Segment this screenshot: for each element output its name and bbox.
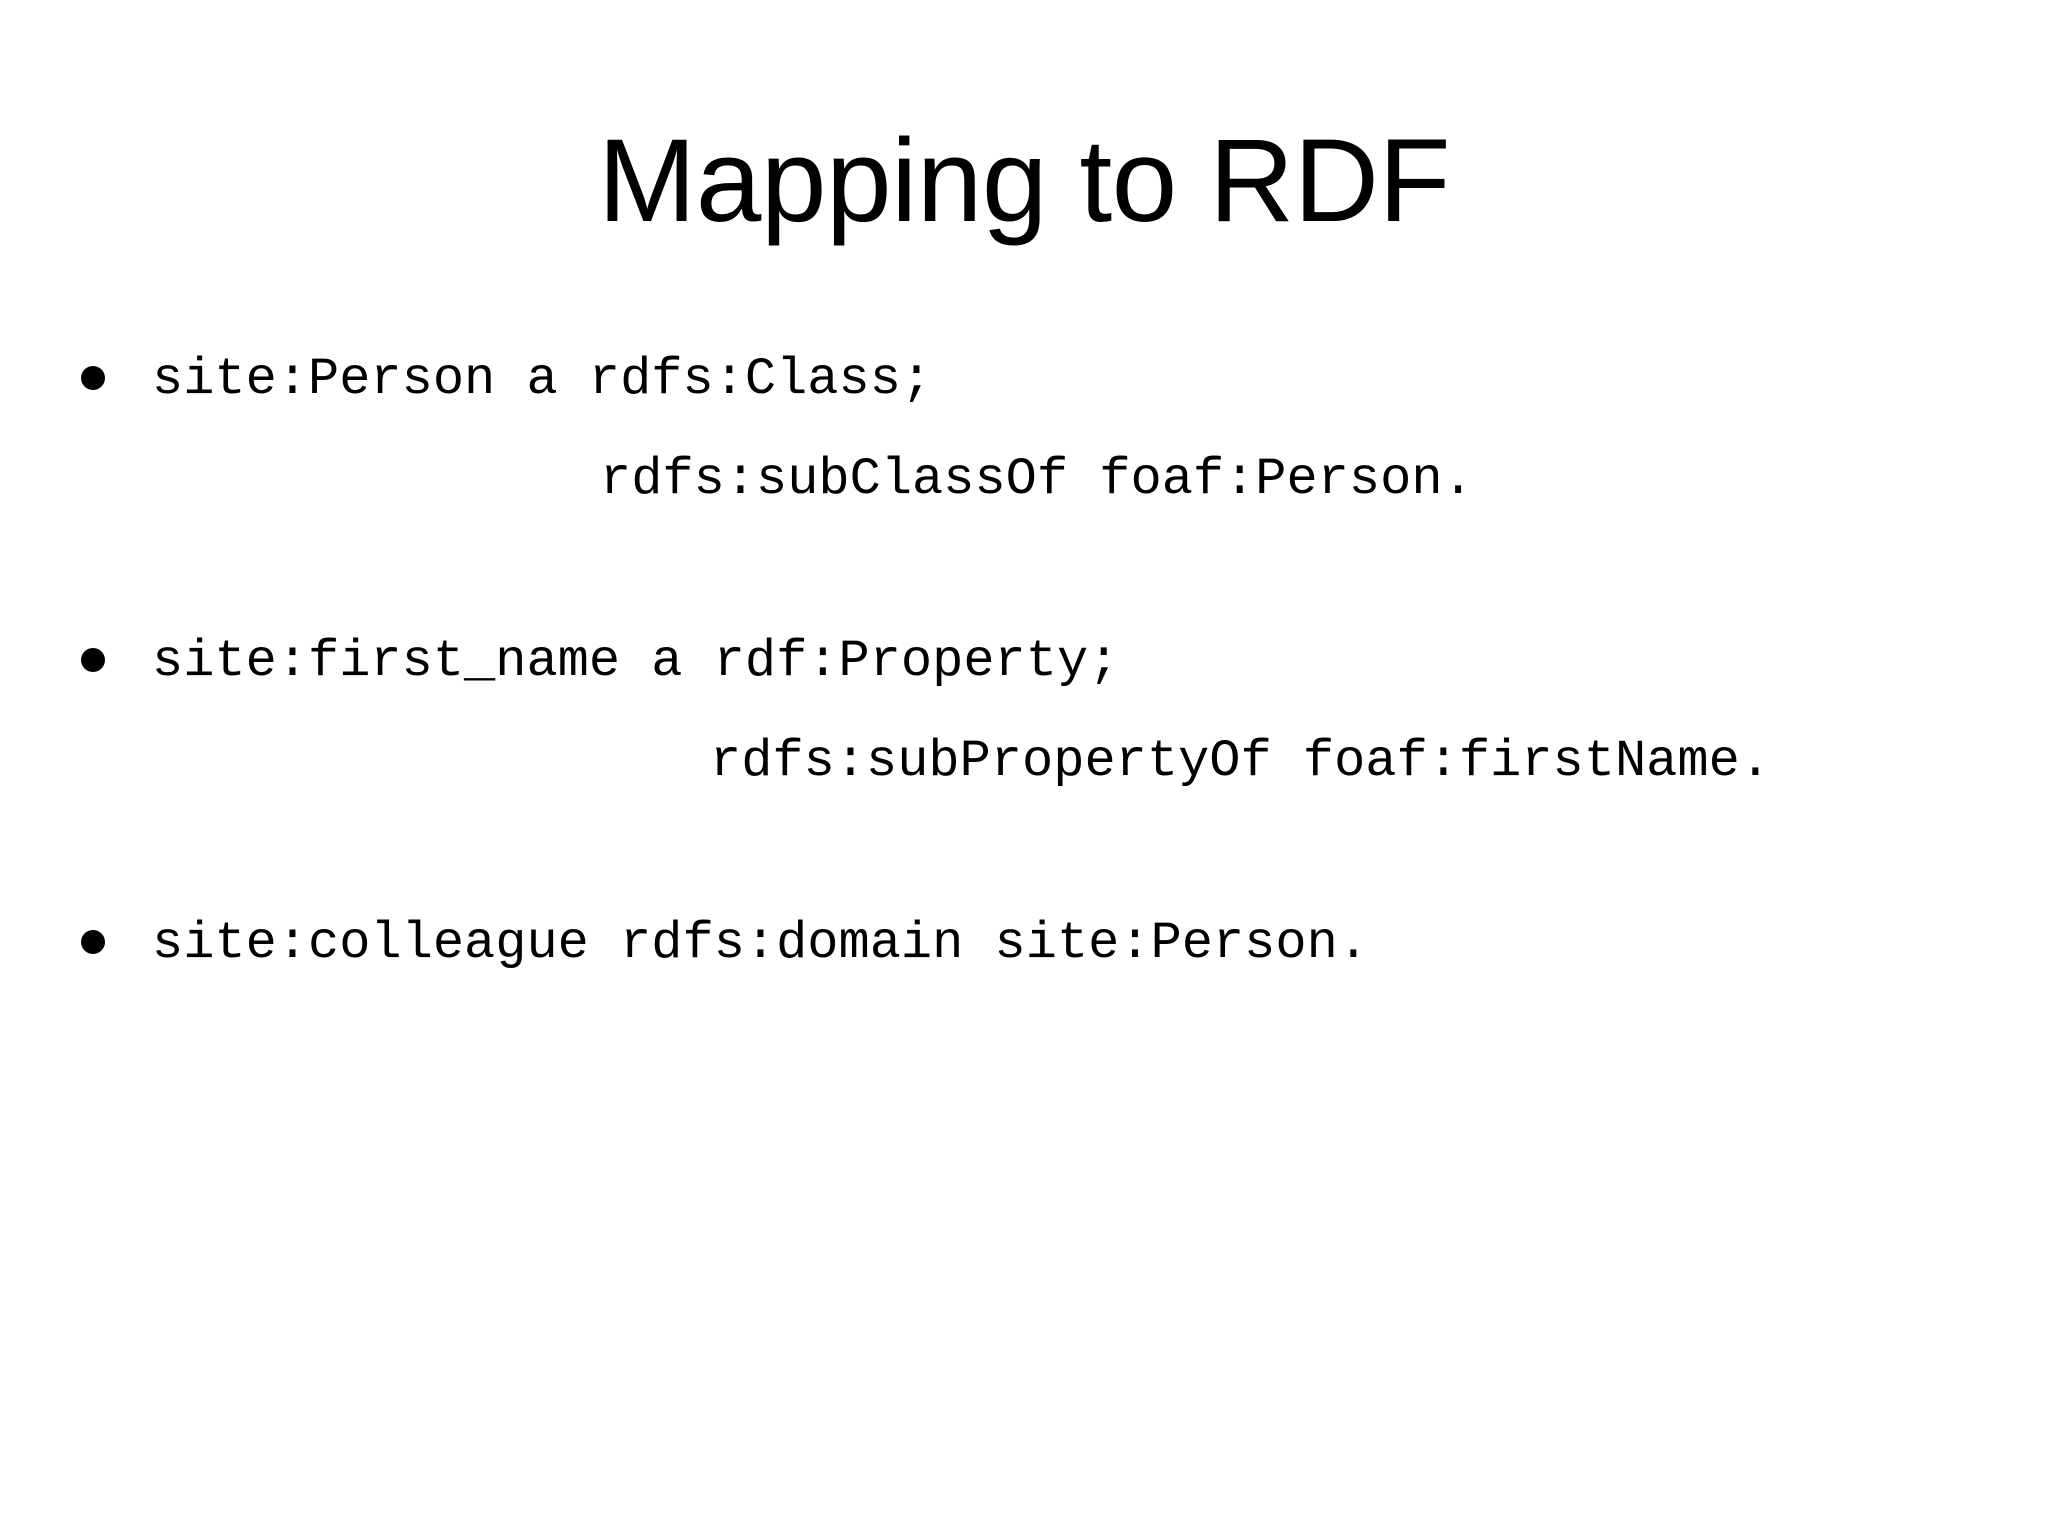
bullet-text-group: site:Person a rdfs:Class; rdfs:subClassO… — [0, 330, 2048, 530]
code-line-continuation: rdfs:subClassOf foaf:Person. — [600, 450, 1474, 509]
code-line: site:Person a rdfs:Class; — [152, 350, 933, 409]
code-line-continuation: rdfs:subPropertyOf foaf:firstName. — [710, 732, 1771, 791]
list-item[interactable]: site:Person a rdfs:Class; rdfs:subClassO… — [0, 330, 2048, 530]
code-line: site:colleague rdfs:domain site:Person. — [152, 914, 1369, 973]
bullet-list: site:Person a rdfs:Class; rdfs:subClassO… — [0, 330, 2048, 994]
bullet-dot-icon — [81, 366, 105, 390]
list-item[interactable]: site:first_name a rdf:Property; rdfs:sub… — [0, 612, 2048, 812]
bullet-text-group: site:colleague rdfs:domain site:Person. — [0, 894, 2048, 994]
bullet-text-group: site:first_name a rdf:Property; rdfs:sub… — [0, 612, 2048, 812]
code-line: site:first_name a rdf:Property; — [152, 632, 1120, 691]
bullet-dot-icon — [81, 930, 105, 954]
bullet-dot-icon — [81, 648, 105, 672]
page-title: Mapping to RDF — [597, 115, 1451, 247]
list-item[interactable]: site:colleague rdfs:domain site:Person. — [0, 894, 2048, 994]
